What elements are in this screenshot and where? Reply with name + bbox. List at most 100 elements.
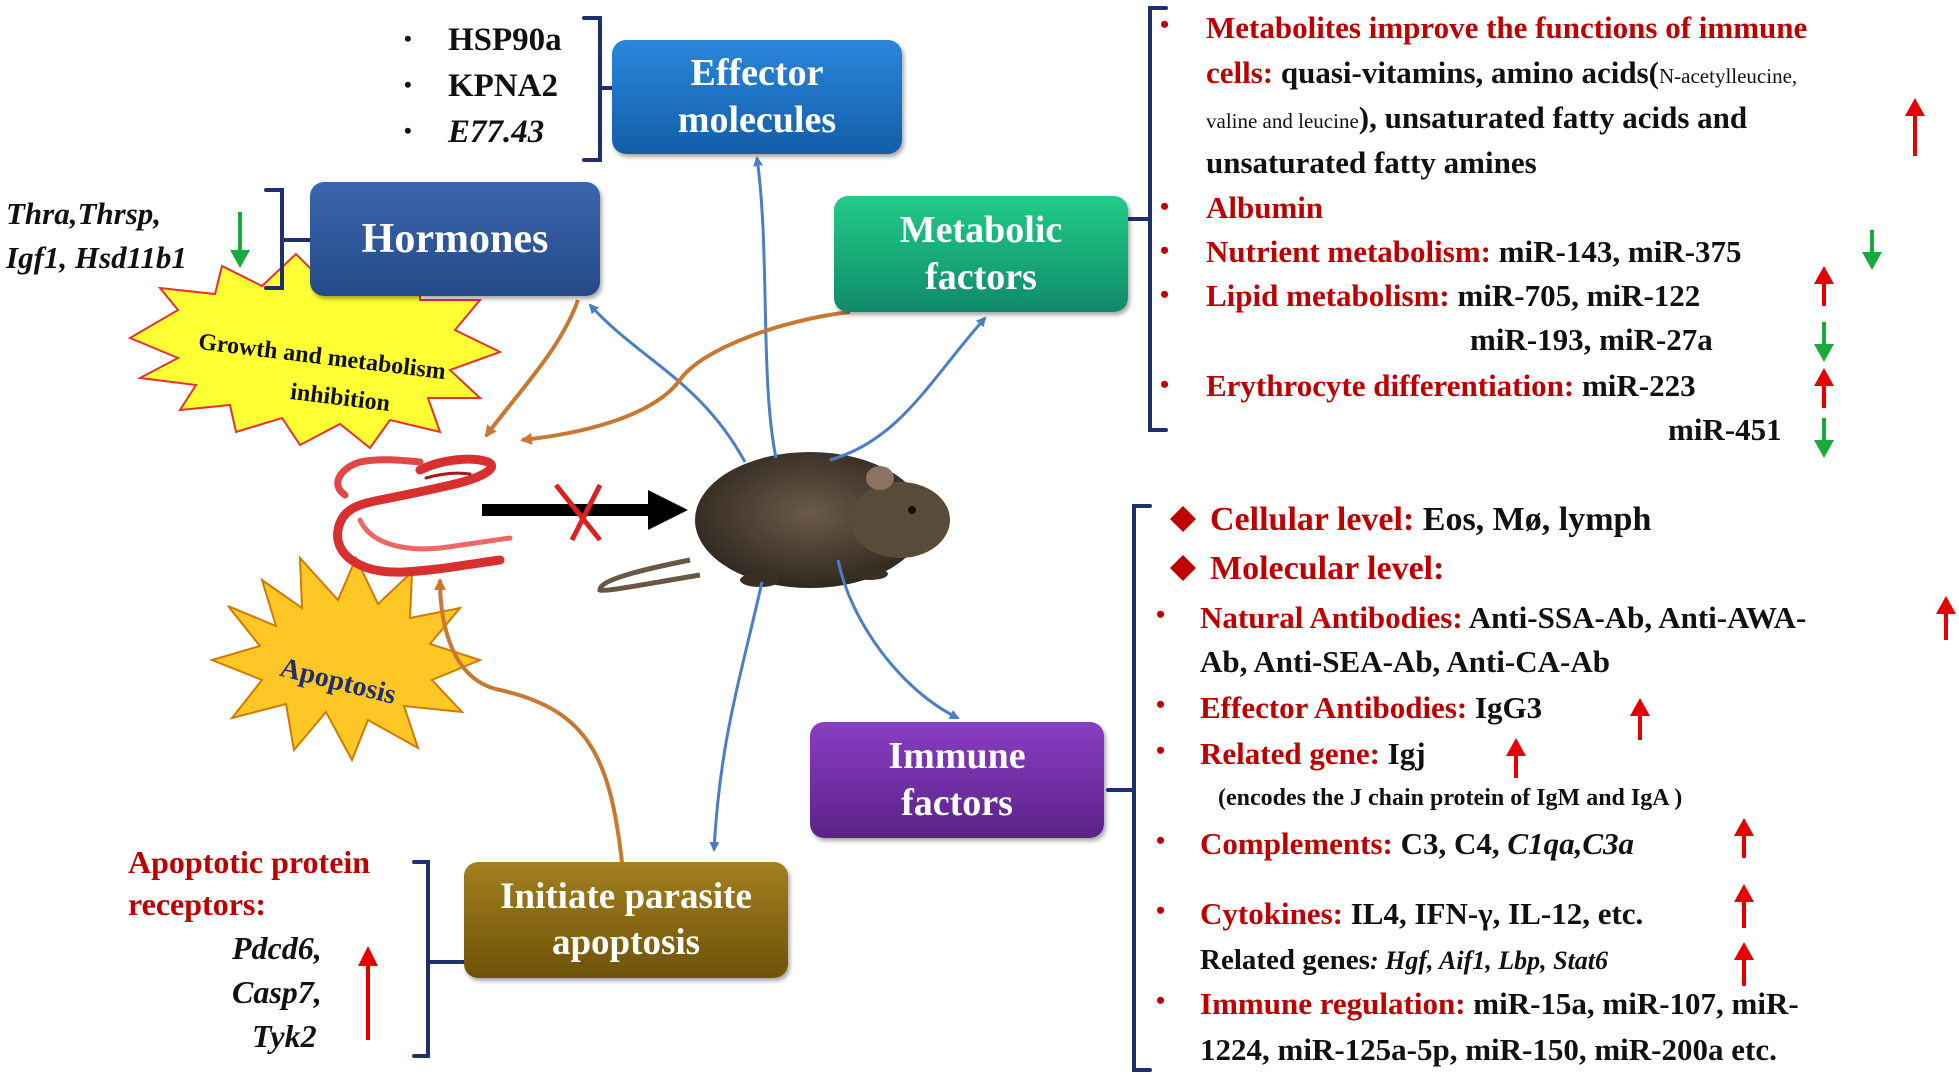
metabolic-bullet-5: • [1160,370,1170,399]
immune-regulation-black2: 1224, miR-125a-5p, miR-150, miR-200a etc… [1200,1032,1777,1067]
orange-arrows [434,299,851,863]
immune-complements-italic: C1qa,C3a [1507,826,1634,861]
metabolic-item5-black: miR-223 [1574,368,1696,403]
effector-box-line1: Effector [690,51,824,94]
immune-natural-red: Natural Antibodies: [1200,600,1463,635]
immune-complements: Complements: C3, C4, C1qa,C3a [1200,828,1634,859]
initiate-apoptosis-box: Initiate parasite apoptosis [464,862,788,978]
metabolic-item1-black3: unsaturated fatty amines [1206,145,1537,180]
growth-burst-shape [127,250,503,450]
immune-cytokines: Cytokines: IL4, IFN-γ, IL-12, etc. [1200,898,1643,929]
effector-bullet-2: • [404,72,412,97]
rat-illustration [597,452,950,593]
metabolic-item4-red: Lipid metabolism: [1206,278,1450,313]
apoptotic-title-line2: receptors: [128,886,266,922]
metabolic-item4-black: miR-705, miR-122 [1449,278,1701,313]
metabolic-item3-red: Nutrient metabolism: [1206,234,1491,269]
metabolic-box-line2: factors [925,256,1037,298]
immune-factors-box: Immune factors [810,722,1104,838]
apoptotic-title-line1: Apoptotic protein [128,844,371,880]
apoptosis-box-line1: Initiate parasite [500,875,752,917]
apoptotic-gene-2: Casp7, [232,974,322,1010]
trend-arrows [230,98,1956,1040]
metabolic-item2: Albumin [1206,190,1324,225]
metabolic-bullet-4: • [1160,280,1170,309]
blocked-cross-line-2 [569,483,603,542]
immune-bullet-5: • [1156,896,1166,925]
diamond-bullet-1 [1170,506,1196,532]
immune-related: Related gene: Igj [1200,738,1426,769]
hormone-genes-line1: Thra,Thrsp, [6,196,162,231]
apoptotic-gene-3: Tyk2 [252,1018,317,1054]
immune-cytokines-red: Cytokines: [1200,896,1343,931]
immune-molecular-red: Molecular level: [1210,550,1445,587]
hormones-box: Hormones [310,182,600,296]
immune-box-line1: Immune [888,734,1026,777]
metabolic-factors-box: Metabolic factors [834,196,1128,312]
metabolic-item1-black2: ), unsaturated fatty acids and [1358,100,1748,135]
metabolic-bullet-2: • [1160,192,1170,221]
immune-effector: Effector Antibodies: IgG3 [1200,692,1542,723]
immune-regulation-red: Immune regulation: [1200,986,1466,1021]
diamond-bullet-2 [1170,555,1196,581]
blocked-cross-line-1 [554,483,602,542]
infection-arrowhead [648,490,688,530]
immune-effector-black: IgG3 [1467,690,1543,725]
metabolic-item1-small1: N-acetylleucine, [1658,64,1798,88]
immune-bullet-3: • [1156,736,1166,765]
immune-regulation-black: miR-15a, miR-107, miR- [1465,986,1799,1021]
metabolic-item3: Nutrient metabolism: miR-143, miR-375 [1206,236,1742,267]
immune-cytokines-black: IL4, IFN-γ, IL-12, etc. [1342,896,1644,931]
metabolic-item1-red: Metabolites improve the functions of imm… [1206,10,1808,45]
immune-related-black: Igj [1379,736,1426,771]
immune-bullet-2: • [1156,690,1166,719]
effector-box-line2: molecules [677,99,837,141]
immune-related-red: Related gene: [1200,736,1380,771]
immune-related-note: (encodes the J chain protein of IgM and … [1218,785,1683,811]
metabolic-item4: Lipid metabolism: miR-705, miR-122 [1206,280,1700,311]
blue-arrows [588,156,987,852]
immune-box-line2: factors [901,782,1013,824]
immune-cytokine-genes: Related genes: Hgf, Aif1, Lbp, Stat6 [1200,946,1608,975]
immune-natural: Natural Antibodies: Anti-SSA-Ab, Anti-AW… [1200,602,1806,633]
metabolic-item3-black: miR-143, miR-375 [1490,234,1742,269]
immune-bullet-1: • [1156,600,1166,629]
immune-natural-black2: Ab, Anti-SEA-Ab, Anti-CA-Ab [1200,644,1610,679]
effector-item-3: E77.43 [448,114,545,150]
brackets [264,6,1168,1072]
immune-effector-red: Effector Antibodies: [1200,690,1468,725]
metabolic-item1-line3: valine and leucine), unsaturated fatty a… [1206,102,1747,133]
immune-cytokine-genes-list: : Hgf, Aif1, Lbp, Stat6 [1369,946,1609,975]
hormones-box-label: Hormones [361,215,549,262]
metabolic-item5-black2: miR-451 [1668,412,1782,447]
metabolic-item4-black2: miR-193, miR-27a [1470,322,1713,357]
metabolic-bullet-1: • [1160,10,1170,39]
hormone-genes-line2: Igf1, Hsd11b1 [6,240,187,275]
apoptotic-gene-1: Pdcd6, [232,930,322,966]
immune-bullet-4: • [1156,826,1166,855]
immune-cellular-black: Eos, Mø, lymph [1414,501,1652,538]
immune-cellular: Cellular level: Eos, Mø, lymph [1210,503,1651,537]
immune-complements-black: C3, C4, [1392,826,1508,861]
effector-bullet-3: • [404,118,412,143]
metabolic-item1-line2: cells: quasi-vitamins, amino acids(N-ace… [1206,57,1797,88]
immune-regulation: Immune regulation: miR-15a, miR-107, miR… [1200,988,1799,1019]
immune-natural-black: Anti-SSA-Ab, Anti-AWA- [1462,600,1807,635]
metabolic-bullet-3: • [1160,236,1170,265]
immune-cellular-red: Cellular level: [1210,501,1415,538]
metabolic-item1-red2: cells: [1206,55,1274,90]
immune-cytokine-genes-label: Related genes [1200,944,1370,976]
immune-bullet-6: • [1156,986,1166,1015]
apoptosis-burst-shape [208,555,483,763]
immune-molecular: Molecular level: [1210,552,1444,586]
effector-item-2: KPNA2 [448,68,558,104]
metabolic-box-line1: Metabolic [899,208,1063,251]
effector-bullet-1: • [404,26,412,51]
apoptosis-box-line2: apoptosis [551,922,701,963]
metabolic-item1-black1: quasi-vitamins, amino acids( [1273,55,1659,90]
metabolic-item5: Erythrocyte differentiation: miR-223 [1206,370,1696,401]
effector-molecules-box: Effector molecules [612,40,902,154]
metabolic-item1-small2: valine and leucine [1206,109,1359,133]
